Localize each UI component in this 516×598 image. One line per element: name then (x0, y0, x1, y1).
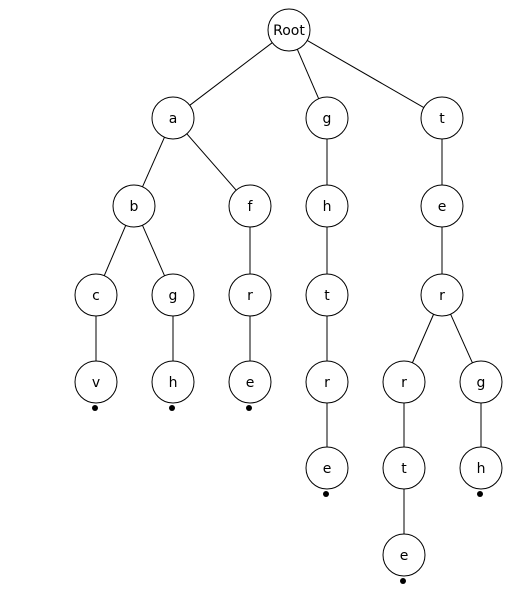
node-label: g (477, 375, 486, 391)
node-n_h1: h (305, 184, 349, 228)
node-circle (151, 360, 195, 404)
node-label: g (323, 111, 332, 127)
node-label: f (248, 199, 254, 215)
tree-nodes: Root a g t b f h e c g r t r v h e r r g e t h e (74, 8, 503, 577)
node-label: Root (273, 23, 305, 39)
node-label: g (169, 288, 178, 304)
word-end-dot-n_e3 (323, 491, 329, 497)
node-n_h3: h (459, 446, 503, 490)
word-end-dot-n_h3 (477, 491, 483, 497)
edge-root-n_t1 (306, 40, 425, 108)
node-label: b (130, 199, 139, 215)
edge-n_a-n_f (186, 133, 237, 191)
word-end-dot-n_v (92, 405, 98, 411)
node-circle (228, 184, 272, 228)
node-n_t3: t (382, 446, 426, 490)
node-label: r (401, 375, 407, 391)
tree-edges (95, 40, 482, 534)
node-circle (151, 273, 195, 317)
edge-n_b-n_c (103, 225, 127, 276)
node-circle (74, 360, 118, 404)
node-label: e (323, 461, 332, 477)
node-n_g3: g (459, 360, 503, 404)
word-end-dot-n_h2 (169, 405, 175, 411)
edge-n_r2-n_g3 (450, 313, 473, 364)
node-label: e (438, 199, 447, 215)
node-n_e2: e (228, 360, 272, 404)
node-label: h (477, 461, 486, 477)
node-n_f: f (228, 184, 272, 228)
node-label: v (92, 375, 100, 391)
node-n_r3: r (305, 360, 349, 404)
node-label: t (401, 461, 407, 477)
node-n_t2: t (305, 273, 349, 317)
node-circle (459, 360, 503, 404)
node-n_e1: e (420, 184, 464, 228)
word-end-dot-n_e2 (246, 405, 252, 411)
node-circle (74, 273, 118, 317)
node-n_a: a (151, 96, 195, 140)
node-circle (112, 184, 156, 228)
node-n_h2: h (151, 360, 195, 404)
node-circle (459, 446, 503, 490)
node-label: r (324, 375, 330, 391)
node-label: t (439, 111, 445, 127)
node-root: Root (267, 8, 311, 52)
node-label: h (323, 199, 332, 215)
node-n_g2: g (151, 273, 195, 317)
node-n_c: c (74, 273, 118, 317)
node-label: r (439, 288, 445, 304)
node-label: h (169, 375, 178, 391)
node-label: c (92, 288, 100, 304)
node-n_e4: e (382, 533, 426, 577)
node-circle (151, 96, 195, 140)
node-label: a (169, 111, 178, 127)
node-label: e (246, 375, 255, 391)
node-circle (305, 273, 349, 317)
node-circle (305, 96, 349, 140)
edge-n_a-n_b (142, 136, 165, 188)
node-circle (382, 533, 426, 577)
node-circle (267, 8, 311, 52)
edge-root-n_g1 (296, 49, 320, 99)
node-label: e (400, 548, 409, 564)
node-circle (305, 446, 349, 490)
node-n_e3: e (305, 446, 349, 490)
node-n_g1: g (305, 96, 349, 140)
node-label: r (247, 288, 253, 304)
node-n_r1: r (228, 273, 272, 317)
node-circle (305, 360, 349, 404)
node-circle (420, 184, 464, 228)
node-circle (420, 273, 464, 317)
node-circle (382, 446, 426, 490)
node-circle (382, 360, 426, 404)
node-n_t1: t (420, 96, 464, 140)
edge-n_r2-n_r4 (411, 314, 435, 363)
node-circle (228, 273, 272, 317)
node-n_v: v (74, 360, 118, 404)
word-end-markers (92, 405, 483, 584)
node-n_r2: r (420, 273, 464, 317)
node-circle (420, 96, 464, 140)
node-n_r4: r (382, 360, 426, 404)
edge-root-n_a (189, 42, 273, 106)
word-end-dot-n_e4 (400, 578, 406, 584)
node-circle (305, 184, 349, 228)
edge-n_b-n_g2 (141, 225, 166, 276)
node-label: t (324, 288, 330, 304)
node-circle (228, 360, 272, 404)
node-n_b: b (112, 184, 156, 228)
